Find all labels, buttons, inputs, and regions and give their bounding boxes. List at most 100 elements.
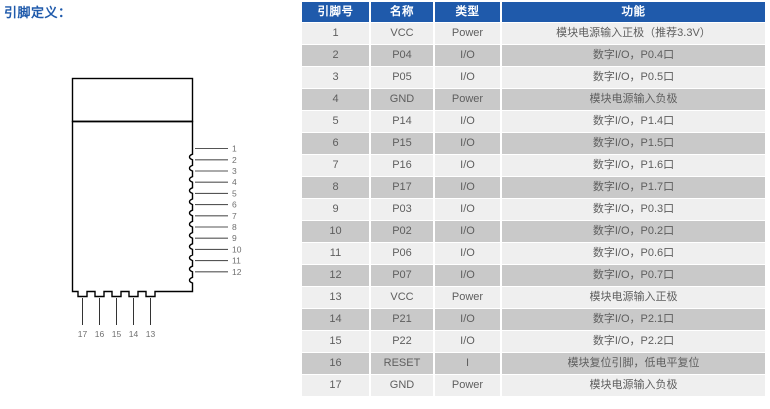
bottom-pin-labels: 17 16 15 14 13 <box>78 329 156 339</box>
module-body-outline <box>71 120 194 298</box>
cell-function: 模块电源输入正极（推荐3.3V） <box>502 23 765 44</box>
table-row: 6 P15 I/O 数字I/O，P1.5口 <box>302 133 765 154</box>
cell-name: GND <box>371 375 433 396</box>
table-header-row: 引脚号 名称 类型 功能 <box>302 2 765 22</box>
bottom-pin-leads <box>82 298 151 325</box>
cell-function: 数字I/O，P1.5口 <box>502 133 765 154</box>
cell-function: 模块电源输入负极 <box>502 89 765 110</box>
cell-pin-number: 5 <box>302 111 369 132</box>
cell-type: I/O <box>435 177 500 198</box>
cell-type: I/O <box>435 221 500 242</box>
column-header-name: 名称 <box>371 2 433 22</box>
bottom-pin-label: 14 <box>129 329 139 339</box>
table-body: 1 VCC Power 模块电源输入正极（推荐3.3V） 2 P04 I/O 数… <box>302 23 765 396</box>
cell-name: GND <box>371 89 433 110</box>
table-row: 17 GND Power 模块电源输入负极 <box>302 375 765 396</box>
cell-pin-number: 8 <box>302 177 369 198</box>
cell-type: I/O <box>435 265 500 286</box>
cell-type: Power <box>435 375 500 396</box>
right-pin-label: 7 <box>232 211 237 221</box>
right-pin-label: 5 <box>232 188 237 198</box>
cell-type: Power <box>435 89 500 110</box>
cell-type: Power <box>435 287 500 308</box>
table-row: 12 P07 I/O 数字I/O，P0.7口 <box>302 265 765 286</box>
cell-name: P16 <box>371 155 433 176</box>
cell-name: P07 <box>371 265 433 286</box>
table-row: 7 P16 I/O 数字I/O，P1.6口 <box>302 155 765 176</box>
cell-type: I/O <box>435 111 500 132</box>
cell-name: P02 <box>371 221 433 242</box>
cell-function: 数字I/O，P2.2口 <box>502 331 765 352</box>
page-title: 引脚定义： <box>4 5 72 20</box>
cell-name: VCC <box>371 23 433 44</box>
cell-name: P22 <box>371 331 433 352</box>
right-pin-label: 2 <box>232 155 237 165</box>
cell-function: 数字I/O，P2.1口 <box>502 309 765 330</box>
cell-type: I/O <box>435 199 500 220</box>
module-top-box <box>71 77 194 123</box>
cell-function: 数字I/O，P0.3口 <box>502 199 765 220</box>
cell-function: 数字I/O，P1.6口 <box>502 155 765 176</box>
bottom-pin-label: 13 <box>146 329 156 339</box>
cell-name: P04 <box>371 45 433 66</box>
right-pin-label: 10 <box>232 244 242 254</box>
table-row: 2 P04 I/O 数字I/O，P0.4口 <box>302 45 765 66</box>
cell-pin-number: 7 <box>302 155 369 176</box>
cell-name: RESET <box>371 353 433 374</box>
pin-definition-panel: 引脚定义： 1 2 3 4 5 <box>0 0 295 409</box>
column-header-pin-number: 引脚号 <box>302 2 369 22</box>
cell-name: P06 <box>371 243 433 264</box>
cell-function: 数字I/O，P0.7口 <box>502 265 765 286</box>
cell-pin-number: 14 <box>302 309 369 330</box>
cell-type: I/O <box>435 155 500 176</box>
cell-pin-number: 10 <box>302 221 369 242</box>
cell-name: P03 <box>371 199 433 220</box>
table-row: 5 P14 I/O 数字I/O，P1.4口 <box>302 111 765 132</box>
right-pin-label: 1 <box>232 144 237 154</box>
cell-function: 模块复位引脚，低电平复位 <box>502 353 765 374</box>
cell-name: P17 <box>371 177 433 198</box>
cell-function: 数字I/O，P1.4口 <box>502 111 765 132</box>
cell-pin-number: 1 <box>302 23 369 44</box>
bottom-pin-label: 16 <box>95 329 105 339</box>
bottom-pin-label: 15 <box>112 329 122 339</box>
cell-pin-number: 9 <box>302 199 369 220</box>
right-pin-label: 9 <box>232 233 237 243</box>
cell-pin-number: 12 <box>302 265 369 286</box>
table-row: 11 P06 I/O 数字I/O，P0.6口 <box>302 243 765 264</box>
cell-pin-number: 2 <box>302 45 369 66</box>
cell-pin-number: 13 <box>302 287 369 308</box>
cell-function: 数字I/O，P0.6口 <box>502 243 765 264</box>
right-pin-label: 8 <box>232 222 237 232</box>
column-header-function: 功能 <box>502 2 765 22</box>
cell-type: Power <box>435 23 500 44</box>
cell-type: I/O <box>435 309 500 330</box>
cell-pin-number: 4 <box>302 89 369 110</box>
right-pin-label: 3 <box>232 166 237 176</box>
cell-type: I/O <box>435 67 500 88</box>
table-row: 14 P21 I/O 数字I/O，P2.1口 <box>302 309 765 330</box>
cell-name: P21 <box>371 309 433 330</box>
table-row: 8 P17 I/O 数字I/O，P1.7口 <box>302 177 765 198</box>
cell-name: VCC <box>371 287 433 308</box>
table-row: 15 P22 I/O 数字I/O，P2.2口 <box>302 331 765 352</box>
cell-type: I/O <box>435 45 500 66</box>
right-pin-label: 4 <box>232 177 237 187</box>
cell-name: P05 <box>371 67 433 88</box>
cell-pin-number: 3 <box>302 67 369 88</box>
cell-pin-number: 15 <box>302 331 369 352</box>
pin-definition-table: 引脚号 名称 类型 功能 1 VCC Power 模块电源输入正极（推荐3.3V… <box>300 1 767 397</box>
cell-pin-number: 6 <box>302 133 369 154</box>
cell-function: 模块电源输入负极 <box>502 375 765 396</box>
table-row: 13 VCC Power 模块电源输入正极 <box>302 287 765 308</box>
cell-pin-number: 17 <box>302 375 369 396</box>
cell-function: 数字I/O，P0.4口 <box>502 45 765 66</box>
right-pin-label: 11 <box>232 256 241 266</box>
cell-pin-number: 11 <box>302 243 369 264</box>
cell-pin-number: 16 <box>302 353 369 374</box>
right-pin-label: 12 <box>232 267 242 277</box>
cell-function: 数字I/O，P0.2口 <box>502 221 765 242</box>
table-row: 4 GND Power 模块电源输入负极 <box>302 89 765 110</box>
cell-function: 数字I/O，P1.7口 <box>502 177 765 198</box>
table-row: 9 P03 I/O 数字I/O，P0.3口 <box>302 199 765 220</box>
